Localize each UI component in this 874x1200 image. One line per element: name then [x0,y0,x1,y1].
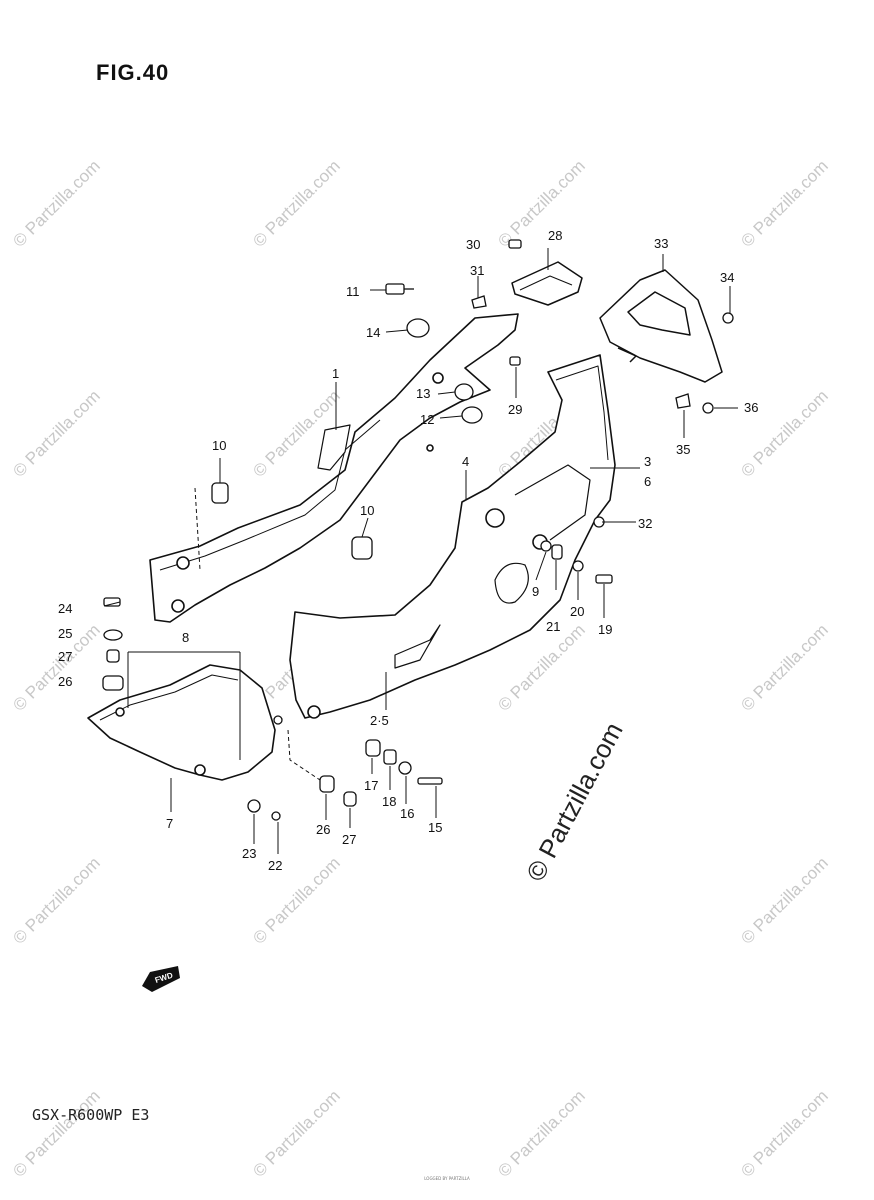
callout-9: 9 [532,584,539,599]
callout-21: 21 [546,619,560,634]
partzilla-watermark: © Partzilla.com [9,386,103,480]
callout-24: 24 [58,601,72,616]
grab-rail-part-33 [599,269,723,383]
partzilla-watermark: © Partzilla.com [249,1086,343,1180]
callout-17: 17 [364,778,378,793]
figure-title: FIG.40 [96,60,170,85]
callout-18: 18 [382,794,396,809]
callout-labels: 12·5364789101011121314151617181920212223… [58,228,758,873]
callout-1: 1 [332,366,339,381]
partzilla-watermark: © Partzilla.com [737,156,831,250]
partzilla-watermark: © Partzilla.com [737,1086,831,1180]
partzilla-watermark: © Partzilla.com [737,620,831,714]
callout-25: 25 [58,626,72,641]
callout-35: 35 [676,442,690,457]
partzilla-watermark: © Partzilla.com [494,156,588,250]
callout-7: 7 [166,816,173,831]
lower-cover-part-7 [87,664,276,781]
callout-10: 10 [360,503,374,518]
partzilla-watermark: © Partzilla.com [9,620,103,714]
callout-36: 36 [744,400,758,415]
footer-note: LOGGED BY PARTZILLA [424,1176,470,1181]
tail-cover-part-28 [511,261,583,306]
callout-31: 31 [470,263,484,278]
callout-27: 27 [342,832,356,847]
partzilla-watermark: © Partzilla.com [737,853,831,947]
callout-26: 26 [316,822,330,837]
leader-lines [103,248,738,854]
callout-22: 22 [268,858,282,873]
callout-34: 34 [720,270,734,285]
right-frame-cover-part [289,354,616,719]
callout-4: 4 [462,454,469,469]
callout-3: 3 [644,454,651,469]
hardware-parts [102,239,734,821]
partzilla-watermark: © Partzilla.com [9,853,103,947]
callout-30: 30 [466,237,480,252]
callout-2-5: 2·5 [370,713,389,728]
model-code: GSX-R600WP E3 [32,1106,150,1124]
callout-20: 20 [570,604,584,619]
callout-28: 28 [548,228,562,243]
callout-11: 11 [346,284,360,299]
callout-19: 19 [598,622,612,637]
callout-29: 29 [508,402,522,417]
partzilla-watermark: © Partzilla.com [249,156,343,250]
callout-32: 32 [638,516,652,531]
callout-27: 27 [58,649,72,664]
left-frame-cover-part [149,313,519,623]
callout-23: 23 [242,846,256,861]
partzilla-watermark: © Partzilla.com [249,853,343,947]
callout-26: 26 [58,674,72,689]
partzilla-watermark: © Partzilla.com [9,156,103,250]
partzilla-watermark: © Partzilla.com [494,1086,588,1180]
callout-33: 33 [654,236,668,251]
callout-13: 13 [416,386,430,401]
callout-14: 14 [366,325,380,340]
callout-8: 8 [182,630,189,645]
partzilla-watermark: © Partzilla.com [9,1086,103,1180]
fwd-arrow-icon: FWD [142,966,180,992]
callout-16: 16 [400,806,414,821]
callout-15: 15 [428,820,442,835]
callout-12: 12 [420,412,434,427]
callout-10: 10 [212,438,226,453]
callout-6: 6 [644,474,651,489]
